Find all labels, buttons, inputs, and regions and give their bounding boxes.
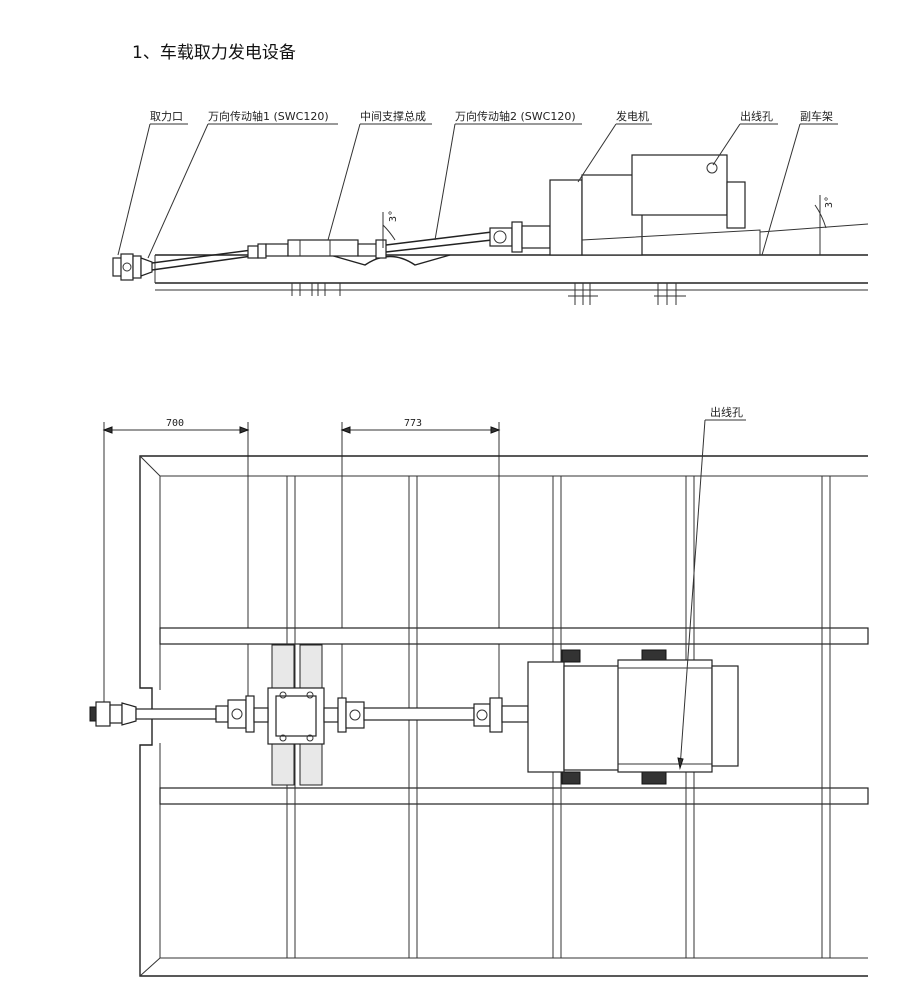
label-cable-hole-top: 出线孔	[710, 405, 743, 419]
page-title: 1、车载取力发电设备	[132, 43, 296, 63]
label-pto: 取力口	[150, 110, 183, 123]
drive-shaft-2	[385, 221, 551, 253]
middle-support-top	[253, 644, 339, 786]
subframe-rail	[154, 254, 868, 305]
callout-subframe: 副车架	[761, 109, 838, 256]
callout-shaft2: 万向传动轴2 (SWC120)	[434, 109, 582, 241]
callout-middle-support: 中间支撑总成	[327, 109, 432, 241]
top-view: 700 773	[89, 405, 869, 977]
generator	[549, 154, 761, 256]
label-cable-hole: 出线孔	[740, 109, 773, 123]
angle-right-label: 3°	[824, 196, 835, 208]
dim-700-label: 700	[166, 418, 184, 429]
label-middle-support: 中间支撑总成	[360, 109, 426, 123]
drive-shaft-1	[151, 243, 267, 271]
callout-pto: 取力口	[117, 110, 188, 256]
angle-indicator-left: 3°	[382, 210, 399, 248]
side-view: 3° 3° 取力口 万向传动轴1 (SWC120) 中间支撑总成 万向传动轴2 …	[112, 109, 869, 305]
dimension-773: 773	[340, 418, 501, 715]
drive-shaft-2-top	[337, 697, 529, 733]
angle-indicator-right: 3°	[759, 195, 869, 255]
angle-left-label: 3°	[388, 210, 399, 222]
dimension-700: 700	[102, 418, 250, 715]
label-shaft1: 万向传动轴1 (SWC120)	[208, 109, 329, 123]
callout-cable-hole-top: 出线孔	[677, 405, 746, 770]
label-subframe: 副车架	[800, 109, 833, 123]
drive-shaft-1-top	[135, 695, 255, 733]
callout-cable-hole: 出线孔	[712, 109, 778, 166]
generator-top	[527, 649, 739, 785]
callout-shaft1: 万向传动轴1 (SWC120)	[147, 109, 338, 259]
label-shaft2: 万向传动轴2 (SWC120)	[455, 109, 576, 123]
pto-flange	[112, 253, 153, 281]
dim-773-label: 773	[404, 418, 422, 429]
middle-support-assembly	[265, 239, 387, 259]
pto-flange-top	[89, 701, 137, 727]
callout-generator: 发电机	[577, 109, 652, 183]
label-generator: 发电机	[616, 109, 649, 123]
